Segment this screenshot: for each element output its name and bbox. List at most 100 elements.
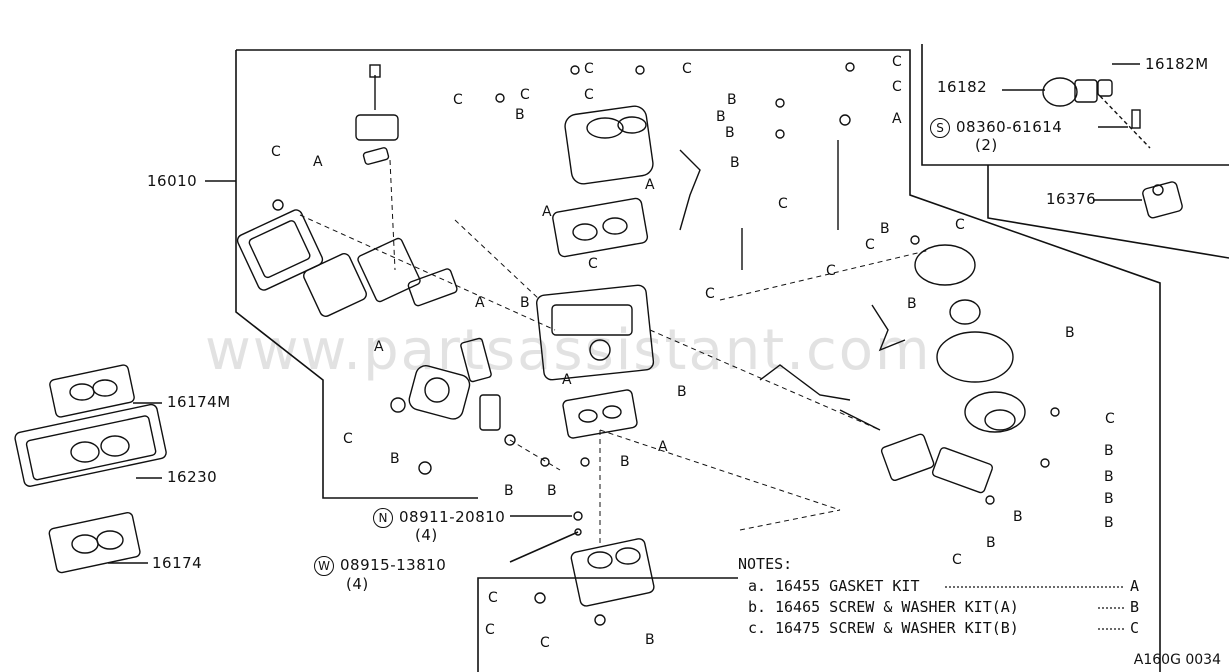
note-c-key: c.	[748, 619, 767, 637]
inset-box	[921, 44, 1229, 166]
callout-b: B	[1104, 515, 1114, 531]
part-16376-label: 16376	[1046, 190, 1097, 208]
base-gasket	[562, 389, 638, 439]
callout-c: C	[1105, 411, 1115, 427]
callout-c: C	[865, 237, 875, 253]
callout-c: C	[485, 622, 495, 638]
choke-cap	[914, 244, 976, 286]
callout-b: B	[730, 155, 740, 171]
inset-screw-number: 08360-61614	[956, 118, 1063, 136]
callout-b: B	[390, 451, 400, 467]
diaphragm-cover	[936, 331, 1014, 383]
screw-symbol: S	[930, 118, 950, 138]
bracket-plate	[880, 433, 935, 482]
notes-box	[477, 577, 738, 672]
callout-a: A	[892, 111, 902, 127]
nut-qty: (4)	[415, 526, 438, 544]
callout-a: A	[645, 177, 655, 193]
callout-b: B	[520, 295, 530, 311]
note-b-text: 16465 SCREW & WASHER KIT(A)	[775, 598, 1019, 616]
float-bowl-gasket	[236, 209, 324, 291]
part-16174M-label: 16174M	[167, 393, 231, 411]
bracket-box	[987, 165, 1229, 259]
callout-b: B	[677, 384, 687, 400]
main-boundary-left	[235, 50, 478, 499]
callout-b: B	[1104, 443, 1114, 459]
inset-screw-qty: (2)	[975, 136, 998, 154]
callout-b: B	[727, 92, 737, 108]
note-a-key: a.	[748, 577, 767, 595]
callout-c: C	[540, 635, 550, 651]
float	[407, 268, 458, 307]
callout-a: A	[374, 339, 384, 355]
inset-switch	[1042, 77, 1078, 107]
callout-b: B	[725, 125, 735, 141]
pump-housing	[408, 365, 471, 420]
callout-c: C	[520, 87, 530, 103]
washer-symbol: W	[314, 556, 334, 576]
callout-b: B	[504, 483, 514, 499]
callout-a: A	[658, 439, 668, 455]
callout-c: C	[682, 61, 692, 77]
watermark: www.partsassistant.com	[205, 318, 932, 383]
callout-c: C	[453, 92, 463, 108]
callout-c: C	[588, 256, 598, 272]
callout-c: C	[955, 217, 965, 233]
callout-c: C	[584, 61, 594, 77]
top-gasket	[552, 197, 649, 258]
cover-gasket	[357, 237, 421, 303]
notes-heading: NOTES:	[738, 555, 793, 573]
insulator-16230	[14, 403, 167, 487]
callout-c: C	[488, 590, 498, 606]
callout-b: B	[1104, 469, 1114, 485]
main-boundary	[236, 49, 1161, 672]
note-c-text: 16475 SCREW & WASHER KIT(B)	[775, 619, 1019, 637]
callout-b: B	[1065, 325, 1075, 341]
callout-a: A	[562, 372, 572, 388]
callout-c: C	[271, 144, 281, 160]
callout-b: B	[620, 454, 630, 470]
washer-part-number: 08915-13810	[340, 556, 447, 574]
note-b-ref: B	[1130, 598, 1140, 616]
air-horn	[564, 105, 654, 185]
callout-c: C	[778, 196, 788, 212]
cover-plate	[303, 253, 367, 317]
note-c-ref: C	[1130, 619, 1140, 637]
callout-b: B	[547, 483, 557, 499]
callout-c: C	[952, 552, 962, 568]
part-16174-label: 16174	[152, 554, 203, 572]
gasket-16174M	[49, 364, 135, 418]
callout-b: B	[716, 109, 726, 125]
callout-b: B	[1013, 509, 1023, 525]
callout-a: A	[313, 154, 323, 170]
callout-c: C	[892, 54, 902, 70]
callout-c: C	[584, 87, 594, 103]
callout-c: C	[892, 79, 902, 95]
callout-a: A	[542, 204, 552, 220]
nut-part-number: 08911-20810	[399, 508, 506, 526]
callout-b: B	[880, 221, 890, 237]
carb-body	[536, 284, 655, 381]
throttle-body	[570, 538, 655, 607]
part-16182-label: 16182	[937, 78, 988, 96]
diagram-reference-code: A160G 0034	[1133, 652, 1221, 668]
callout-b: B	[645, 632, 655, 648]
callout-b: B	[515, 107, 525, 123]
gasket-16174	[48, 511, 141, 574]
part-16010-label: 16010	[147, 172, 198, 190]
callout-b: B	[986, 535, 996, 551]
part-16182M-label: 16182M	[1145, 55, 1209, 73]
callout-b: B	[907, 296, 917, 312]
part-16230-label: 16230	[167, 468, 218, 486]
note-a-ref: A	[1130, 577, 1140, 595]
callout-c: C	[705, 286, 715, 302]
note-a-text: 16455 GASKET KIT	[775, 577, 920, 595]
washer-qty: (4)	[346, 575, 369, 593]
callout-b: B	[1104, 491, 1114, 507]
nut-symbol: N	[373, 508, 393, 528]
callout-c: C	[343, 431, 353, 447]
callout-a: A	[475, 295, 485, 311]
